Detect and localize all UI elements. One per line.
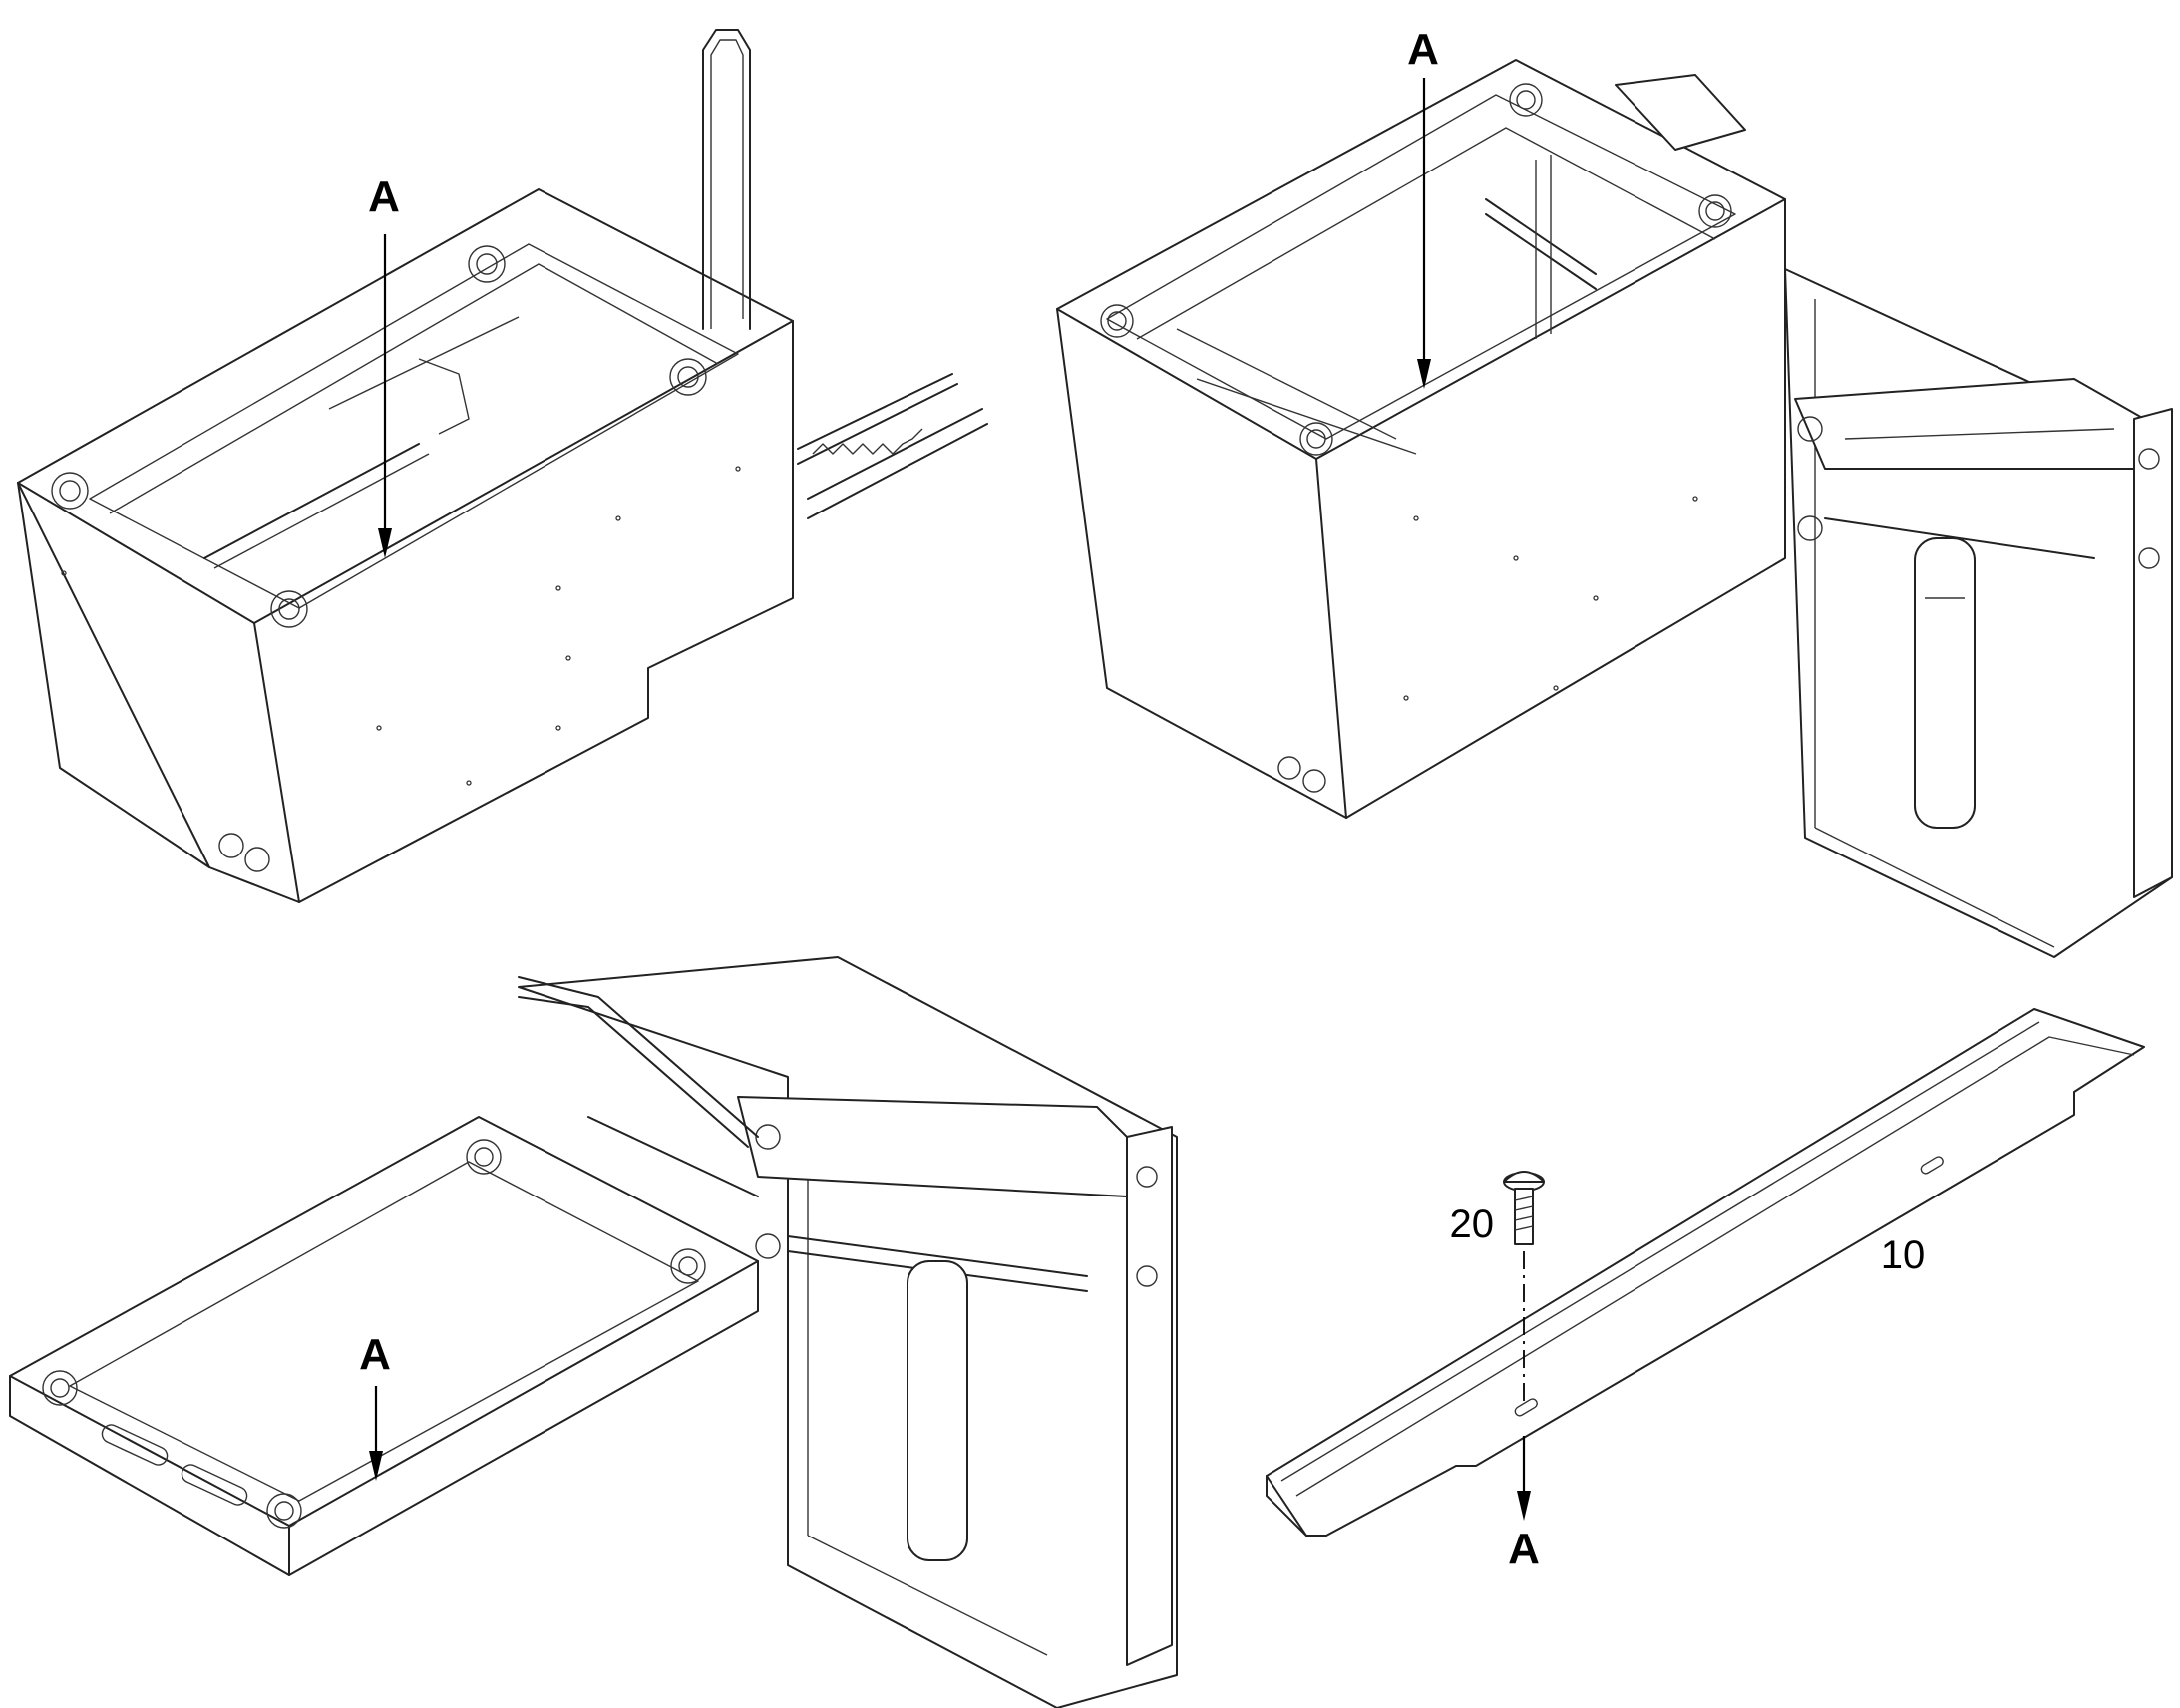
suspension-side-plate [2133,408,2173,898]
item-number-20: 20 [1450,1202,1495,1246]
gas-spring [1914,537,1976,829]
view-callout-label: A [1407,25,1439,74]
suspension-side-plate [1126,1126,1173,1666]
gas-spring [907,1260,968,1561]
slot-hole [1514,1398,1538,1417]
screw-part-20 [1503,1171,1545,1245]
seat-box-body [1056,59,1786,819]
view-top-right-box-on-suspension: A [1056,25,2173,958]
seat-frame-tray [9,1116,759,1527]
view-top-left-seat-box: A [17,29,988,903]
view-bottom-left-frame-on-suspension: A [9,956,1178,1708]
suspension-frame [1784,268,2173,958]
view-callout-label: A [1508,1525,1540,1573]
angle-strip-part-10 [1266,1008,2145,1537]
view-bottom-right-exploded-detail: 20 10 A [1266,1008,2145,1573]
slot-hole [1920,1156,1944,1175]
view-callout-label: A [368,172,400,221]
view-callout-label: A [359,1330,391,1379]
item-number-10: 10 [1881,1233,1926,1277]
